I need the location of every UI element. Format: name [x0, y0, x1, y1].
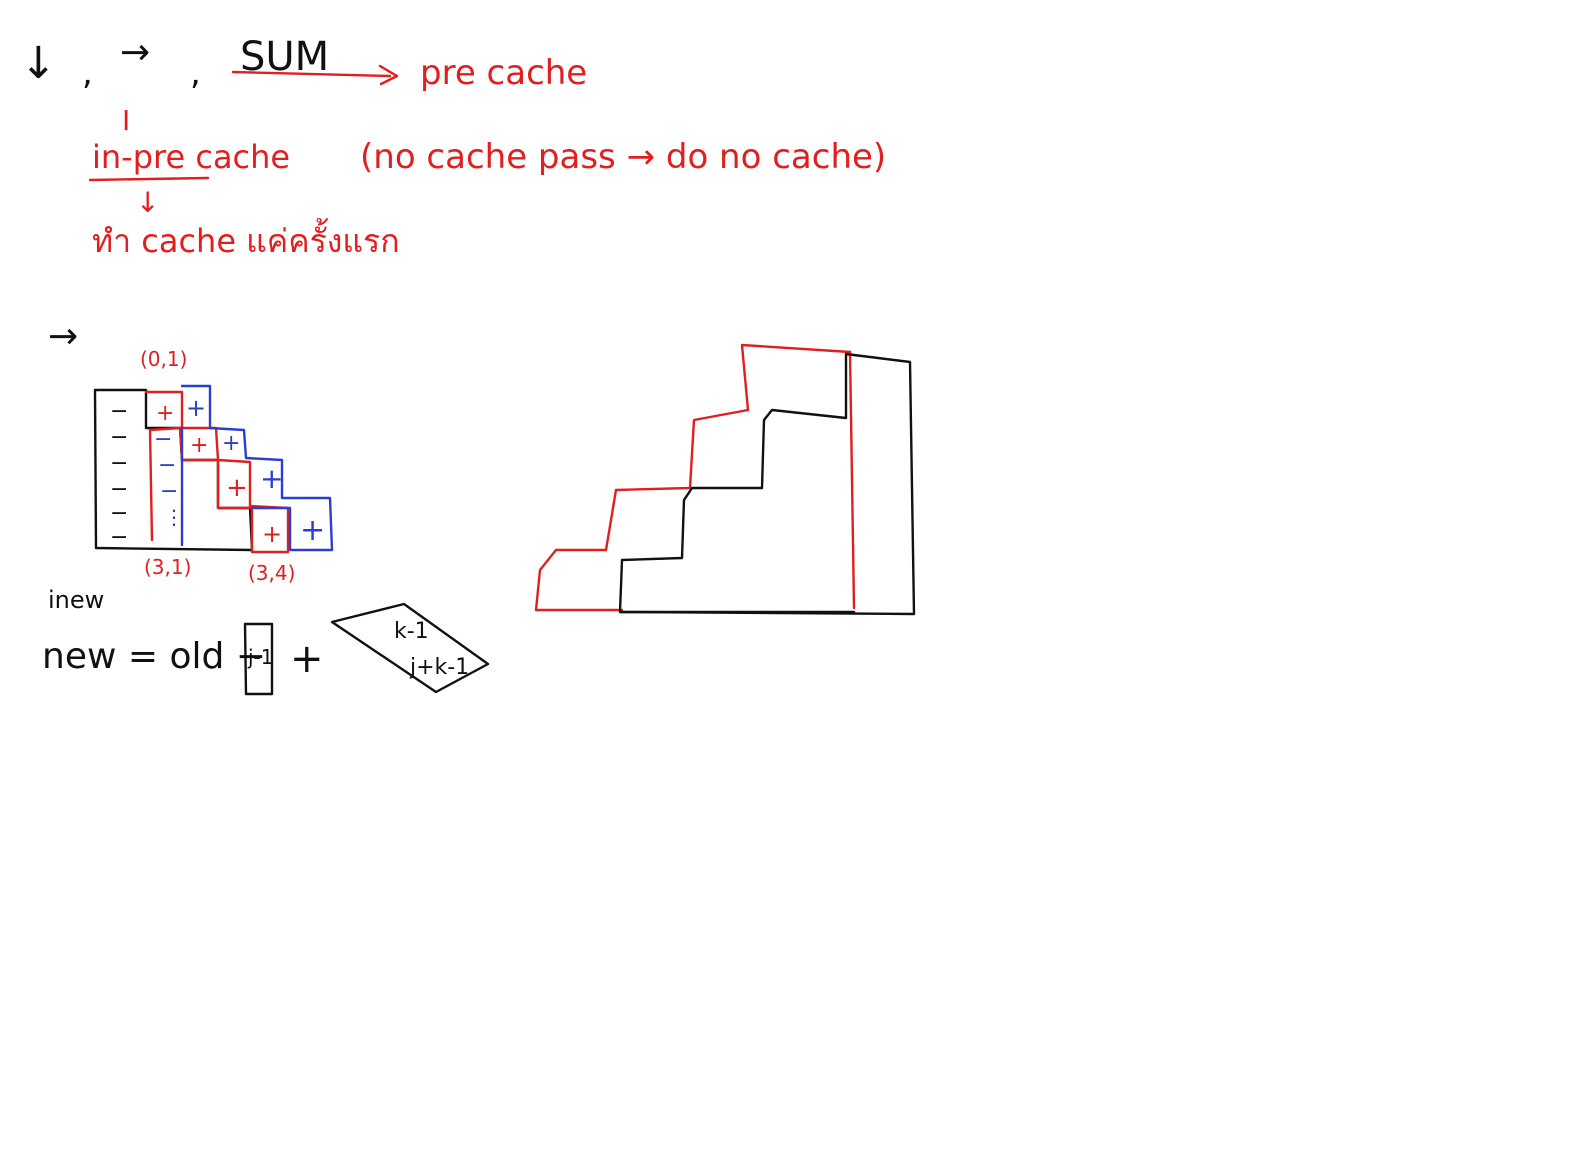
blue-minus-column: − − − ⋮ — [154, 427, 184, 529]
black-staircase-outline — [618, 352, 916, 616]
sum-arrow-head — [378, 64, 399, 86]
down-arrow-glyph: ↓ — [136, 186, 159, 219]
red-vertical-line — [848, 350, 856, 610]
column-box — [243, 622, 274, 696]
sum-underline-arrow — [231, 70, 392, 78]
minus-sign: − — [110, 525, 128, 550]
plus-sign: + — [300, 513, 325, 548]
formula: inew new = old − j-1 + k-1 j+k-1 — [42, 586, 490, 696]
label-bottom-right: (3,4) — [248, 561, 295, 585]
minus-sign: − — [160, 479, 178, 504]
comma-glyph: , — [82, 53, 93, 93]
minus-sign: − — [154, 427, 172, 452]
minus-sign: − — [110, 451, 128, 476]
down-arrow-glyph: ↓ — [20, 38, 57, 89]
pre-cache-label: pre cache — [420, 53, 587, 93]
left-staircase-diagram: → (0,1) − − − − − − − − − ⋮ + + + + — [48, 316, 334, 585]
plus-signs: + + + + + + + + — [156, 394, 325, 548]
in-pre-cache-underline — [88, 176, 210, 182]
plus-sign: + — [190, 433, 208, 458]
inew-label: inew — [48, 586, 104, 614]
minus-sign: − — [110, 399, 128, 424]
plus-sign: + — [262, 520, 282, 548]
label-top: (0,1) — [140, 347, 187, 371]
in-pre-cache-label: in-pre cache — [92, 138, 290, 176]
thai-note: ทำ cache แค่ครั้งแรก — [92, 218, 400, 260]
minus-sign: − — [110, 501, 128, 526]
diagonal-diamond — [330, 602, 490, 694]
plus-sign: + — [222, 431, 240, 456]
minus-sign: − — [158, 453, 176, 478]
plus-sign: + — [260, 462, 283, 495]
minus-sign: − — [110, 425, 128, 450]
comma-glyph: , — [190, 53, 201, 93]
formula-text: new = old − — [42, 636, 266, 677]
minus-column: − − − − − − — [110, 399, 128, 550]
red-staircase-outline — [534, 343, 852, 612]
header-notes: ↓ , → , SUM pre cache I in-pre cache (no… — [20, 32, 886, 260]
ellipsis-sign: ⋮ — [164, 505, 184, 529]
minus-sign: − — [110, 477, 128, 502]
right-arrow-glyph: → — [48, 316, 78, 357]
right-arrow-glyph: → — [120, 32, 150, 73]
plus-sign: + — [226, 473, 248, 503]
label-bottom-left: (3,1) — [144, 555, 191, 579]
down-arrow-glyph: I — [122, 104, 130, 137]
blue-staircase — [180, 384, 334, 552]
diamond-top-label: k-1 — [394, 619, 429, 644]
diamond-bottom-label: j+k-1 — [409, 655, 469, 680]
plus-sign: + — [186, 394, 206, 422]
plus-sign: + — [290, 636, 324, 682]
box-label: j-1 — [247, 645, 274, 669]
no-cache-note: (no cache pass → do no cache) — [360, 137, 886, 177]
right-staircase-diagram — [534, 343, 916, 616]
plus-sign: + — [156, 401, 174, 426]
